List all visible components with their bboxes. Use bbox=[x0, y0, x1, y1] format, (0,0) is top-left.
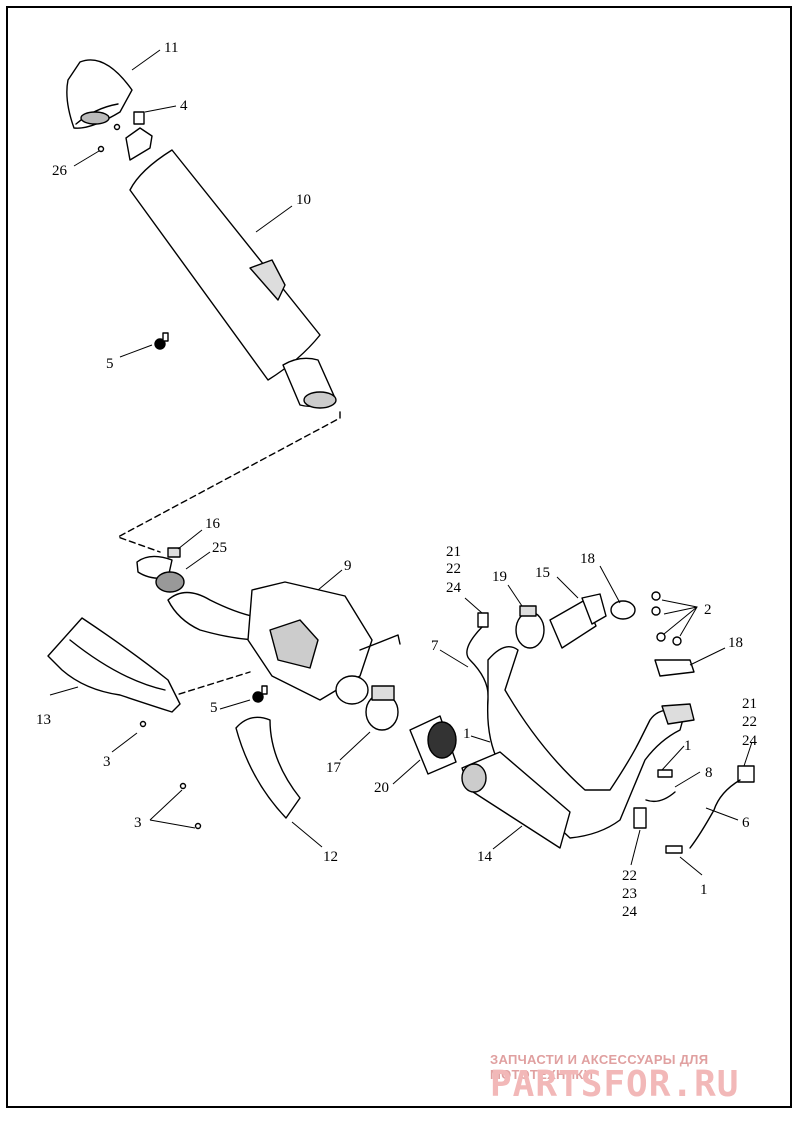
screw-part bbox=[113, 123, 121, 131]
clamp-part bbox=[136, 547, 185, 593]
sleeve-part bbox=[409, 715, 457, 775]
callout-c14: 14 bbox=[477, 849, 493, 865]
gasket-part bbox=[610, 600, 636, 620]
callout-c5b: 5 bbox=[210, 700, 218, 716]
pipe-shield-part bbox=[235, 716, 301, 819]
end-cap-part bbox=[66, 59, 133, 129]
bolt-part bbox=[252, 685, 268, 703]
callout-c21b: 21 bbox=[742, 696, 757, 712]
callout-c21a: 21 bbox=[446, 544, 461, 560]
callout-c18b: 18 bbox=[728, 635, 743, 651]
callout-c17: 17 bbox=[326, 760, 342, 776]
callout-c25: 25 bbox=[212, 540, 227, 556]
nut-part bbox=[656, 632, 666, 642]
nut-part bbox=[651, 591, 661, 601]
callout-c1b: 1 bbox=[684, 738, 692, 754]
callout-c6: 6 bbox=[742, 815, 750, 831]
header-pipe-part bbox=[461, 646, 695, 849]
callout-c8: 8 bbox=[705, 765, 713, 781]
screw-part bbox=[194, 822, 202, 830]
callout-c22c: 22 bbox=[622, 868, 637, 884]
nut-part bbox=[672, 636, 682, 646]
sensor-part bbox=[633, 769, 676, 829]
sensor-cable-part bbox=[665, 765, 755, 854]
callout-c26: 26 bbox=[52, 163, 68, 179]
diagram-frame bbox=[6, 6, 792, 1108]
watermark-logo: PARTSFOR.RU bbox=[490, 1064, 740, 1105]
callout-c23: 23 bbox=[622, 886, 637, 902]
muffler-box-part bbox=[167, 581, 401, 705]
heat-shield-part bbox=[47, 617, 181, 713]
callout-c20: 20 bbox=[374, 780, 389, 796]
callout-c1c: 1 bbox=[700, 882, 708, 898]
callout-c3a: 3 bbox=[103, 754, 111, 770]
callout-c9: 9 bbox=[344, 558, 352, 574]
bolt-part bbox=[154, 332, 169, 350]
callout-c5a: 5 bbox=[106, 356, 114, 372]
screw-part bbox=[139, 720, 147, 728]
callout-c11: 11 bbox=[164, 40, 178, 56]
flange-part bbox=[581, 593, 607, 625]
callout-c1a: 1 bbox=[463, 726, 471, 742]
inlet-pipe-part bbox=[549, 599, 597, 649]
clip-part bbox=[133, 111, 145, 125]
nut-part bbox=[651, 606, 661, 616]
callout-c3b: 3 bbox=[134, 815, 142, 831]
callout-c12: 12 bbox=[323, 849, 338, 865]
screw-part bbox=[179, 782, 187, 790]
callout-c13: 13 bbox=[36, 712, 51, 728]
callout-c18a: 18 bbox=[580, 551, 595, 567]
callout-c24c: 24 bbox=[622, 904, 638, 920]
clamp-part bbox=[515, 605, 545, 649]
gasket-part bbox=[654, 659, 695, 677]
callout-c24a: 24 bbox=[446, 580, 462, 596]
clamp-part bbox=[365, 685, 399, 731]
callout-c2: 2 bbox=[704, 602, 712, 618]
watermark-tagline: ЗАПЧАСТИ И АКСЕССУАРЫ ДЛЯ МОТОТЕХНИКИ bbox=[490, 1052, 709, 1082]
callout-c24b: 24 bbox=[742, 733, 758, 749]
screw-part bbox=[97, 145, 105, 153]
callout-c15: 15 bbox=[535, 565, 550, 581]
callout-c22b: 22 bbox=[742, 714, 757, 730]
callout-c19: 19 bbox=[492, 569, 507, 585]
callout-c4: 4 bbox=[180, 98, 188, 114]
callout-c16: 16 bbox=[205, 516, 221, 532]
callout-c7: 7 bbox=[431, 638, 439, 654]
callout-c10: 10 bbox=[296, 192, 311, 208]
callout-c22a: 22 bbox=[446, 561, 461, 577]
silencer-part bbox=[125, 127, 337, 409]
